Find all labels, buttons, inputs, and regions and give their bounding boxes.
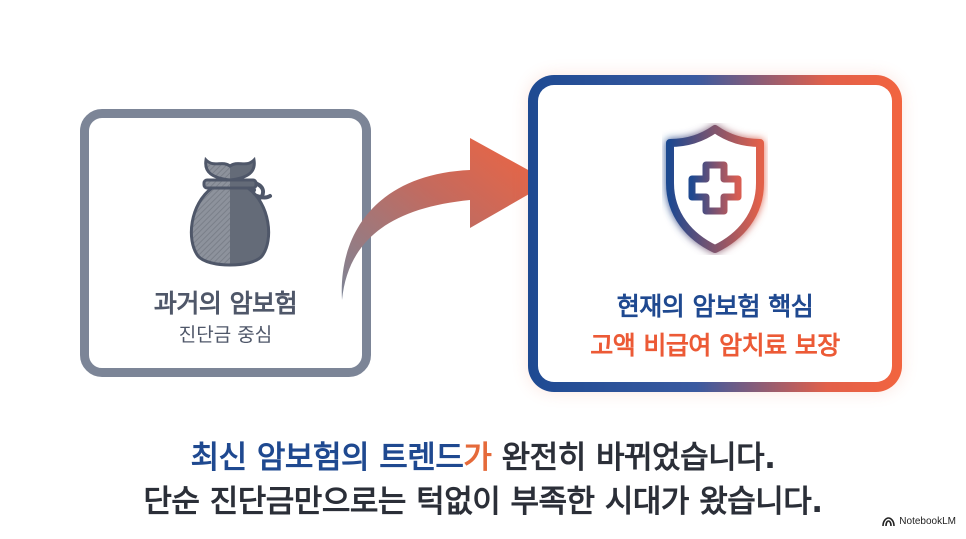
caption-highlight: 최신 암보험의 트렌드 <box>190 440 464 476</box>
past-card-title: 과거의 암보험 <box>153 289 298 318</box>
money-bag-icon <box>189 156 272 267</box>
curved-arrow-icon <box>341 138 550 300</box>
caption-particle: 가 <box>463 440 492 476</box>
caption-rest: 완전히 바뀌었습니다. <box>491 440 776 476</box>
present-card-title: 현재의 암보험 핵심 <box>616 292 814 321</box>
shield-medical-icon <box>666 125 764 253</box>
watermark-label: NotebookLM <box>899 516 956 527</box>
caption-line-2: 단순 진단금만으로는 턱없이 부족한 시대가 왔습니다. <box>143 484 823 520</box>
present-card-highlight: 고액 비급여 암치료 보장 <box>590 331 840 360</box>
past-card-subtitle: 진단금 중심 <box>178 324 273 346</box>
present-insurance-card: 현재의 암보험 핵심 고액 비급여 암치료 보장 <box>528 75 902 392</box>
notebooklm-watermark: NotebookLM <box>882 516 956 527</box>
caption-line-1: 최신 암보험의 트렌드가 완전히 바뀌었습니다. <box>0 432 966 477</box>
notebooklm-logo-icon <box>882 516 896 526</box>
past-insurance-card: 과거의 암보험 진단금 중심 <box>80 109 371 377</box>
